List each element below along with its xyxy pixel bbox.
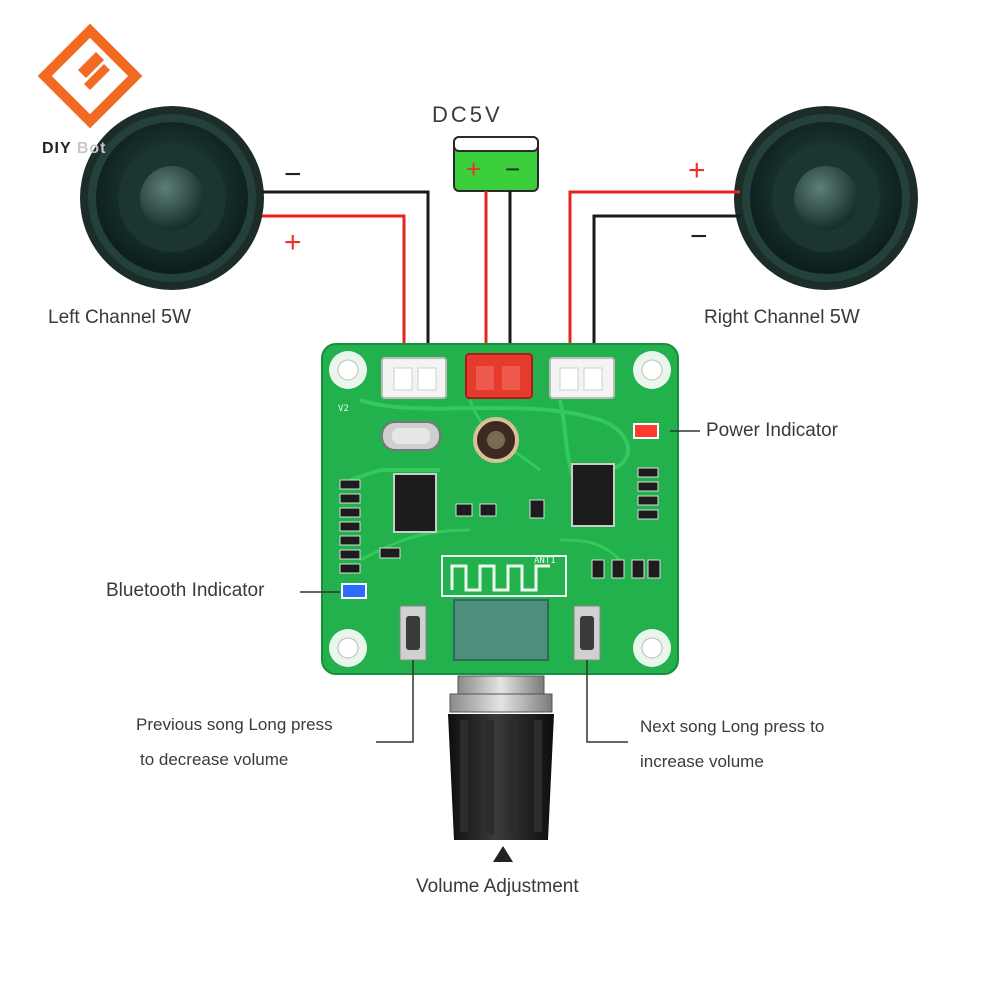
dc-minus-sign: −	[505, 154, 521, 184]
right-channel-power: 5W	[829, 306, 860, 328]
brand-logo-text: DIY Bot	[42, 140, 107, 158]
next-button-line2: increase volume	[640, 752, 764, 771]
left-channel-power: 5W	[161, 306, 192, 328]
next-leader-line	[586, 660, 628, 743]
left-black-wire	[262, 190, 430, 362]
right-black-wire	[592, 214, 740, 362]
power-indicator-label: Power Indicator	[706, 420, 839, 441]
bluetooth-indicator-label: Bluetooth Indicator	[106, 580, 265, 601]
left-minus-sign: −	[284, 158, 302, 191]
previous-leader-line	[376, 660, 414, 743]
next-button-line1: Next song Long press to	[640, 717, 825, 736]
left-red-wire	[262, 214, 406, 362]
brand-suffix: Bot	[76, 140, 107, 157]
mounting-hole-icon	[329, 351, 671, 667]
right-minus-sign: −	[690, 220, 708, 253]
dc-label: DC5V	[432, 102, 503, 127]
right-channel-name: Right Channel	[704, 307, 825, 328]
next-button-icon	[573, 605, 601, 661]
previous-button-icon	[399, 605, 427, 661]
next-button-label: Next song Long press to increase volume	[640, 709, 824, 779]
right-speaker-icon	[734, 106, 918, 290]
left-speaker-icon	[80, 106, 264, 290]
bluetooth-led-icon	[341, 583, 367, 599]
antenna-label: ANT1	[534, 556, 556, 566]
right-red-wire	[568, 190, 740, 362]
volume-knob-icon	[448, 675, 554, 840]
left-channel-name: Left Channel	[48, 307, 156, 328]
brand-name: DIY	[42, 140, 72, 157]
right-channel-label: Right Channel 5W	[704, 306, 860, 329]
previous-button-line1: Previous song Long press	[136, 715, 333, 734]
volume-adjustment-label: Volume Adjustment	[416, 876, 579, 897]
pcb-board	[321, 343, 679, 675]
left-channel-label: Left Channel 5W	[48, 306, 191, 329]
right-plus-sign: +	[688, 154, 706, 187]
previous-button-line2: to decrease volume	[140, 750, 289, 769]
volume-pointer-icon	[493, 846, 513, 862]
dc-plus-sign: +	[466, 154, 482, 184]
dc-connector	[465, 353, 533, 399]
previous-button-label: Previous song Long press to decrease vol…	[136, 707, 333, 777]
board-version: V2	[338, 404, 349, 414]
left-plus-sign: +	[284, 226, 302, 259]
power-led-icon	[633, 423, 659, 439]
brand-logo-icon	[37, 23, 143, 129]
